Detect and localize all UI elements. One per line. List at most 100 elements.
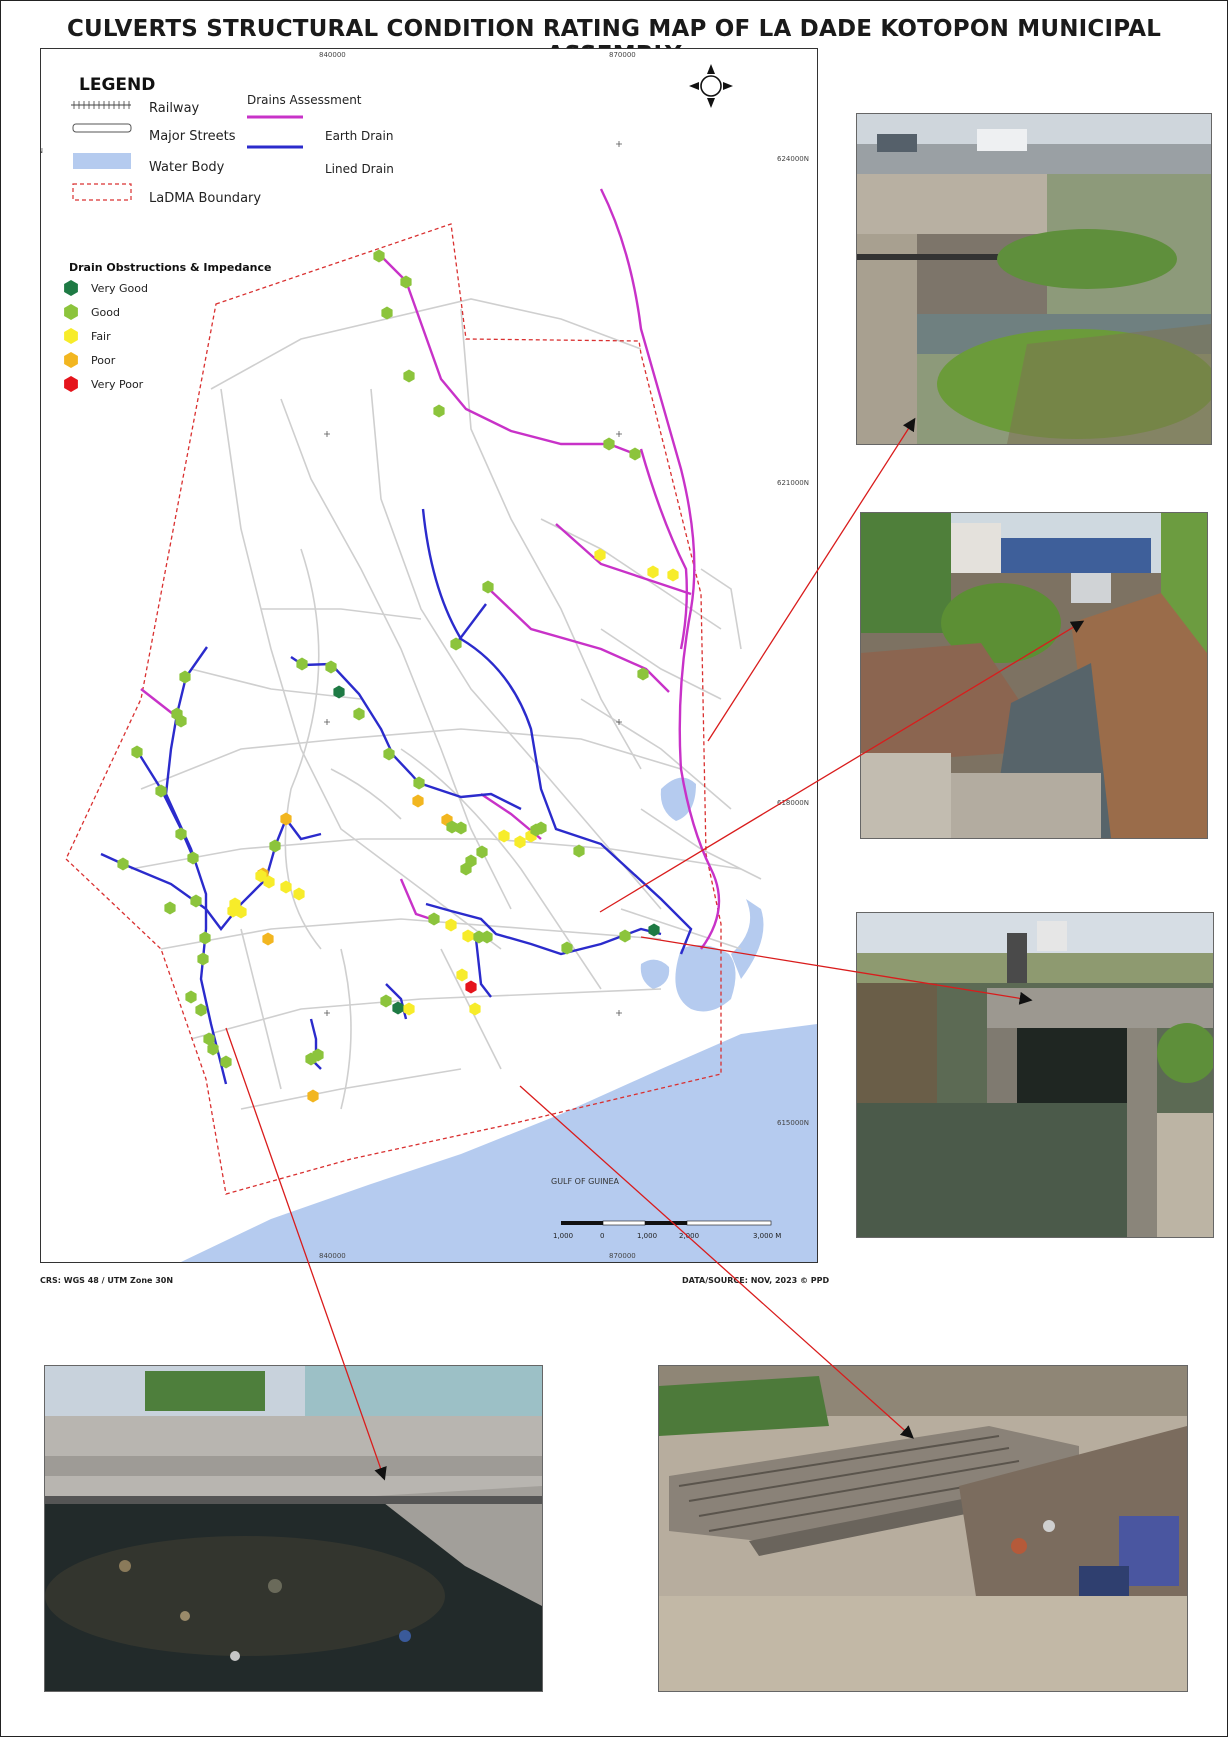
- photo-1-image: [857, 114, 1211, 444]
- culvert-photo-2[interactable]: [860, 512, 1208, 839]
- culvert-marker-good[interactable]: [400, 275, 412, 289]
- culvert-marker-good[interactable]: [117, 857, 129, 871]
- scale-label-3: 2,000: [679, 1232, 700, 1240]
- culvert-photo-4[interactable]: [44, 1365, 543, 1692]
- legend-major-streets: Major Streets: [149, 129, 236, 144]
- culvert-marker-good[interactable]: [155, 784, 167, 798]
- culvert-marker-good[interactable]: [482, 580, 494, 594]
- culvert-marker-good[interactable]: [185, 990, 197, 1004]
- obstruction-good: Good: [91, 306, 120, 319]
- culvert-marker-good[interactable]: [164, 901, 176, 915]
- culvert-marker-good[interactable]: [629, 447, 641, 461]
- culvert-marker-good[interactable]: [535, 821, 547, 835]
- obstruction-fair: Fair: [91, 330, 111, 343]
- culvert-marker-fair[interactable]: [280, 880, 292, 894]
- culvert-marker-good[interactable]: [603, 437, 615, 451]
- crs-note: CRS: WGS 48 / UTM Zone 30N: [40, 1276, 174, 1285]
- culvert-photo-1[interactable]: [856, 113, 1212, 445]
- y-tick-3-right: 618000N: [777, 799, 809, 807]
- obstructions-title: Drain Obstructions & Impedance: [69, 261, 272, 274]
- culvert-marker-fair[interactable]: [462, 929, 474, 943]
- culvert-photo-5[interactable]: [658, 1365, 1188, 1692]
- culvert-marker-good[interactable]: [383, 747, 395, 761]
- culvert-marker-good[interactable]: [403, 369, 415, 383]
- culvert-marker-good[interactable]: [175, 714, 187, 728]
- culvert-marker-fair[interactable]: [647, 565, 659, 579]
- photo-4-image: [45, 1366, 542, 1691]
- culvert-marker-good[interactable]: [197, 952, 209, 966]
- culvert-marker-good[interactable]: [187, 851, 199, 865]
- very-good-hex-icon[interactable]: [64, 280, 78, 296]
- culvert-marker-fair[interactable]: [445, 918, 457, 932]
- scale-label-2: 1,000: [637, 1232, 658, 1240]
- culvert-marker-good[interactable]: [175, 827, 187, 841]
- culvert-marker-very-good[interactable]: [648, 923, 660, 937]
- culvert-marker-fair[interactable]: [263, 875, 275, 889]
- culvert-marker-good[interactable]: [207, 1042, 219, 1056]
- culvert-marker-good[interactable]: [195, 1003, 207, 1017]
- culvert-marker-fair[interactable]: [469, 1002, 481, 1016]
- culvert-marker-poor[interactable]: [307, 1089, 319, 1103]
- culvert-marker-good[interactable]: [381, 306, 393, 320]
- culvert-marker-good[interactable]: [179, 670, 191, 684]
- x-tick-top-1: 840000: [319, 51, 346, 59]
- map-canvas: [64, 64, 817, 1262]
- culvert-marker-good[interactable]: [481, 930, 493, 944]
- culvert-marker-good[interactable]: [413, 776, 425, 790]
- ladma-boundary: [65, 223, 722, 1195]
- culvert-marker-fair[interactable]: [293, 887, 305, 901]
- culvert-marker-very-good[interactable]: [333, 685, 345, 699]
- culvert-marker-fair[interactable]: [235, 905, 247, 919]
- culvert-marker-good[interactable]: [460, 862, 472, 876]
- legend-railway: Railway: [149, 101, 200, 116]
- scale-label-4: 3,000 M: [753, 1232, 782, 1240]
- culvert-marker-good[interactable]: [561, 941, 573, 955]
- culvert-marker-good[interactable]: [325, 660, 337, 674]
- culvert-marker-good[interactable]: [203, 1032, 215, 1046]
- y-tick-1: 624000N: [41, 147, 43, 155]
- y-tick-4-right: 615000N: [777, 1119, 809, 1127]
- good-hex-icon[interactable]: [64, 304, 78, 320]
- culvert-marker-good[interactable]: [199, 931, 211, 945]
- culvert-marker-good[interactable]: [380, 994, 392, 1008]
- culvert-marker-very-poor[interactable]: [465, 980, 477, 994]
- culvert-marker-good[interactable]: [476, 845, 488, 859]
- culvert-marker-poor[interactable]: [280, 812, 292, 826]
- culvert-marker-fair[interactable]: [403, 1002, 415, 1016]
- fair-hex-icon[interactable]: [64, 328, 78, 344]
- legend-boundary: LaDMA Boundary: [149, 191, 262, 206]
- culvert-marker-very-good[interactable]: [392, 1001, 404, 1015]
- culvert-marker-good[interactable]: [450, 637, 462, 651]
- y-tick-2-right: 621000N: [777, 479, 809, 487]
- culvert-marker-fair[interactable]: [498, 829, 510, 843]
- poor-hex-icon[interactable]: [64, 352, 78, 368]
- culvert-marker-good[interactable]: [373, 249, 385, 263]
- culvert-marker-fair[interactable]: [667, 568, 679, 582]
- culvert-marker-good[interactable]: [446, 820, 458, 834]
- culvert-marker-poor[interactable]: [412, 794, 424, 808]
- culvert-marker-good[interactable]: [573, 844, 585, 858]
- culvert-marker-good[interactable]: [433, 404, 445, 418]
- culvert-marker-fair[interactable]: [514, 835, 526, 849]
- culvert-marker-good[interactable]: [131, 745, 143, 759]
- culvert-marker-good[interactable]: [455, 821, 467, 835]
- lagoon-east: [675, 945, 736, 1012]
- culvert-marker-poor[interactable]: [262, 932, 274, 946]
- culvert-marker-good[interactable]: [296, 657, 308, 671]
- culvert-marker-good[interactable]: [353, 707, 365, 721]
- culvert-marker-good[interactable]: [428, 912, 440, 926]
- culvert-marker-good[interactable]: [190, 894, 202, 908]
- culvert-marker-fair[interactable]: [456, 968, 468, 982]
- culvert-markers: [117, 249, 679, 1103]
- obstruction-very-poor: Very Poor: [91, 378, 144, 391]
- map-panel[interactable]: 840000 870000 840000 870000 624000N 6240…: [40, 48, 818, 1263]
- obstruction-very-good: Very Good: [91, 282, 148, 295]
- culvert-marker-good[interactable]: [269, 839, 281, 853]
- x-tick-bottom-2: 870000: [609, 1252, 636, 1260]
- north-arrow-icon: [689, 64, 733, 108]
- gulf-label: GULF OF GUINEA: [551, 1177, 620, 1186]
- very-poor-hex-icon[interactable]: [64, 376, 78, 392]
- culvert-marker-fair[interactable]: [594, 548, 606, 562]
- culvert-photo-3[interactable]: [856, 912, 1214, 1238]
- culvert-marker-good[interactable]: [619, 929, 631, 943]
